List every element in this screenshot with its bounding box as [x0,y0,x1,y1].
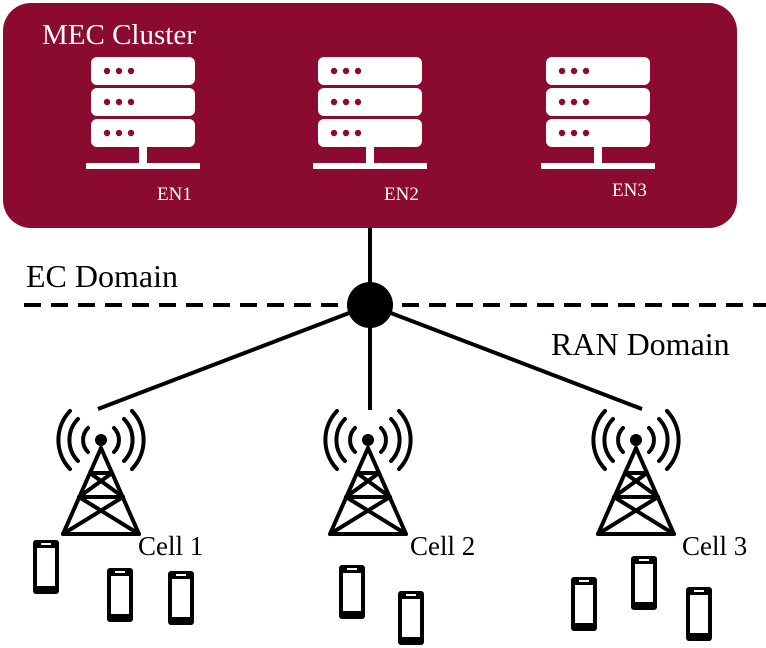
edge-node-label: EN2 [384,184,419,205]
cell-2-devices [339,565,424,645]
cell-tower-icon [323,409,413,536]
smartphone-icon [107,568,133,622]
cell-tower-icon [56,409,146,536]
ran-domain-label: RAN Domain [551,326,730,362]
edge-node-en2: EN2 [313,57,427,205]
smartphone-icon [398,591,424,645]
edge-node-en3: EN3 [541,57,655,201]
network-hub-node [347,282,393,328]
smartphone-icon [631,556,657,610]
edge-node-label: EN3 [612,180,647,201]
mec-cluster-title: MEC Cluster [42,19,196,51]
cell-3-devices [571,556,712,641]
edge-node-label: EN1 [157,184,192,205]
smartphone-icon [33,540,59,594]
edge-node-en1: EN1 [86,57,200,205]
smartphone-icon [686,587,712,641]
smartphone-icon [571,577,597,631]
cell-tower-icon [591,409,681,536]
cell-label: Cell 3 [682,531,747,561]
cell-label: Cell 1 [138,531,203,561]
ec-domain-label: EC Domain [26,258,178,294]
smartphone-icon [168,571,194,625]
smartphone-icon [339,565,365,619]
cell-label: Cell 2 [410,531,475,561]
